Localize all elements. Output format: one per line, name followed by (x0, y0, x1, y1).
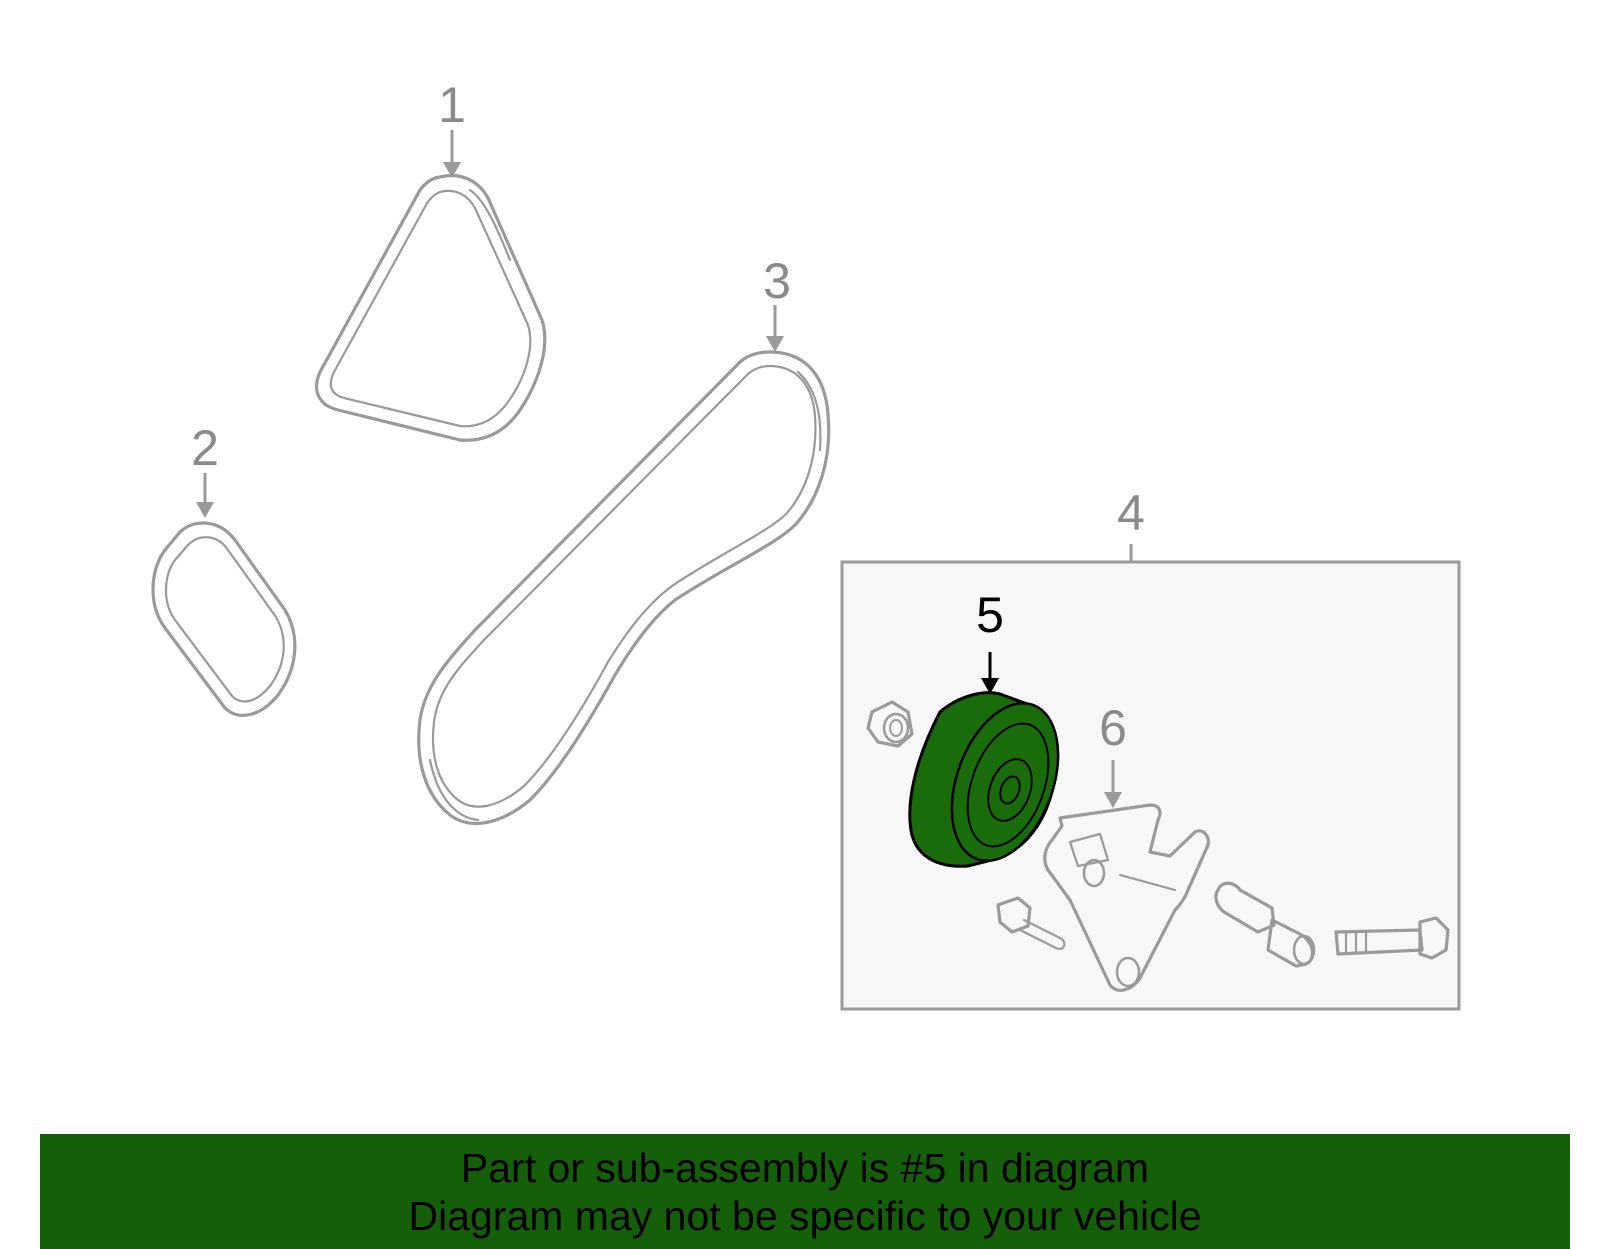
part-5-idler-pulley[interactable] (908, 689, 1078, 876)
callout-6[interactable]: 6 (1099, 700, 1127, 756)
banner-line-disclaimer: Diagram may not be specific to your vehi… (408, 1193, 1202, 1239)
part-1-belt[interactable] (315, 174, 547, 442)
part-2-belt[interactable] (151, 521, 297, 717)
part-6-bracket[interactable] (1043, 803, 1210, 992)
bolt-icon (996, 896, 1066, 950)
callout-5[interactable]: 5 (976, 587, 1004, 643)
callout-6-arrow (1104, 760, 1122, 808)
nut-icon (866, 700, 914, 748)
long-bolt-icon (1334, 916, 1450, 960)
part-3-belt[interactable] (417, 350, 831, 825)
shoulder-bolt-icon (1214, 881, 1316, 968)
callout-4[interactable]: 4 (1117, 485, 1145, 541)
banner-line-part: Part or sub-assembly is #5 in diagram (460, 1145, 1150, 1191)
callout-5-arrow (981, 652, 999, 694)
callout-2[interactable]: 2 (191, 420, 219, 476)
callout-3-arrow (766, 305, 784, 352)
callout-3[interactable]: 3 (763, 253, 791, 309)
info-banner: Part or sub-assembly is #5 in diagram Di… (40, 1134, 1570, 1249)
callout-2-arrow (196, 473, 214, 518)
callout-1-arrow (443, 130, 461, 178)
callout-1[interactable]: 1 (438, 77, 466, 133)
